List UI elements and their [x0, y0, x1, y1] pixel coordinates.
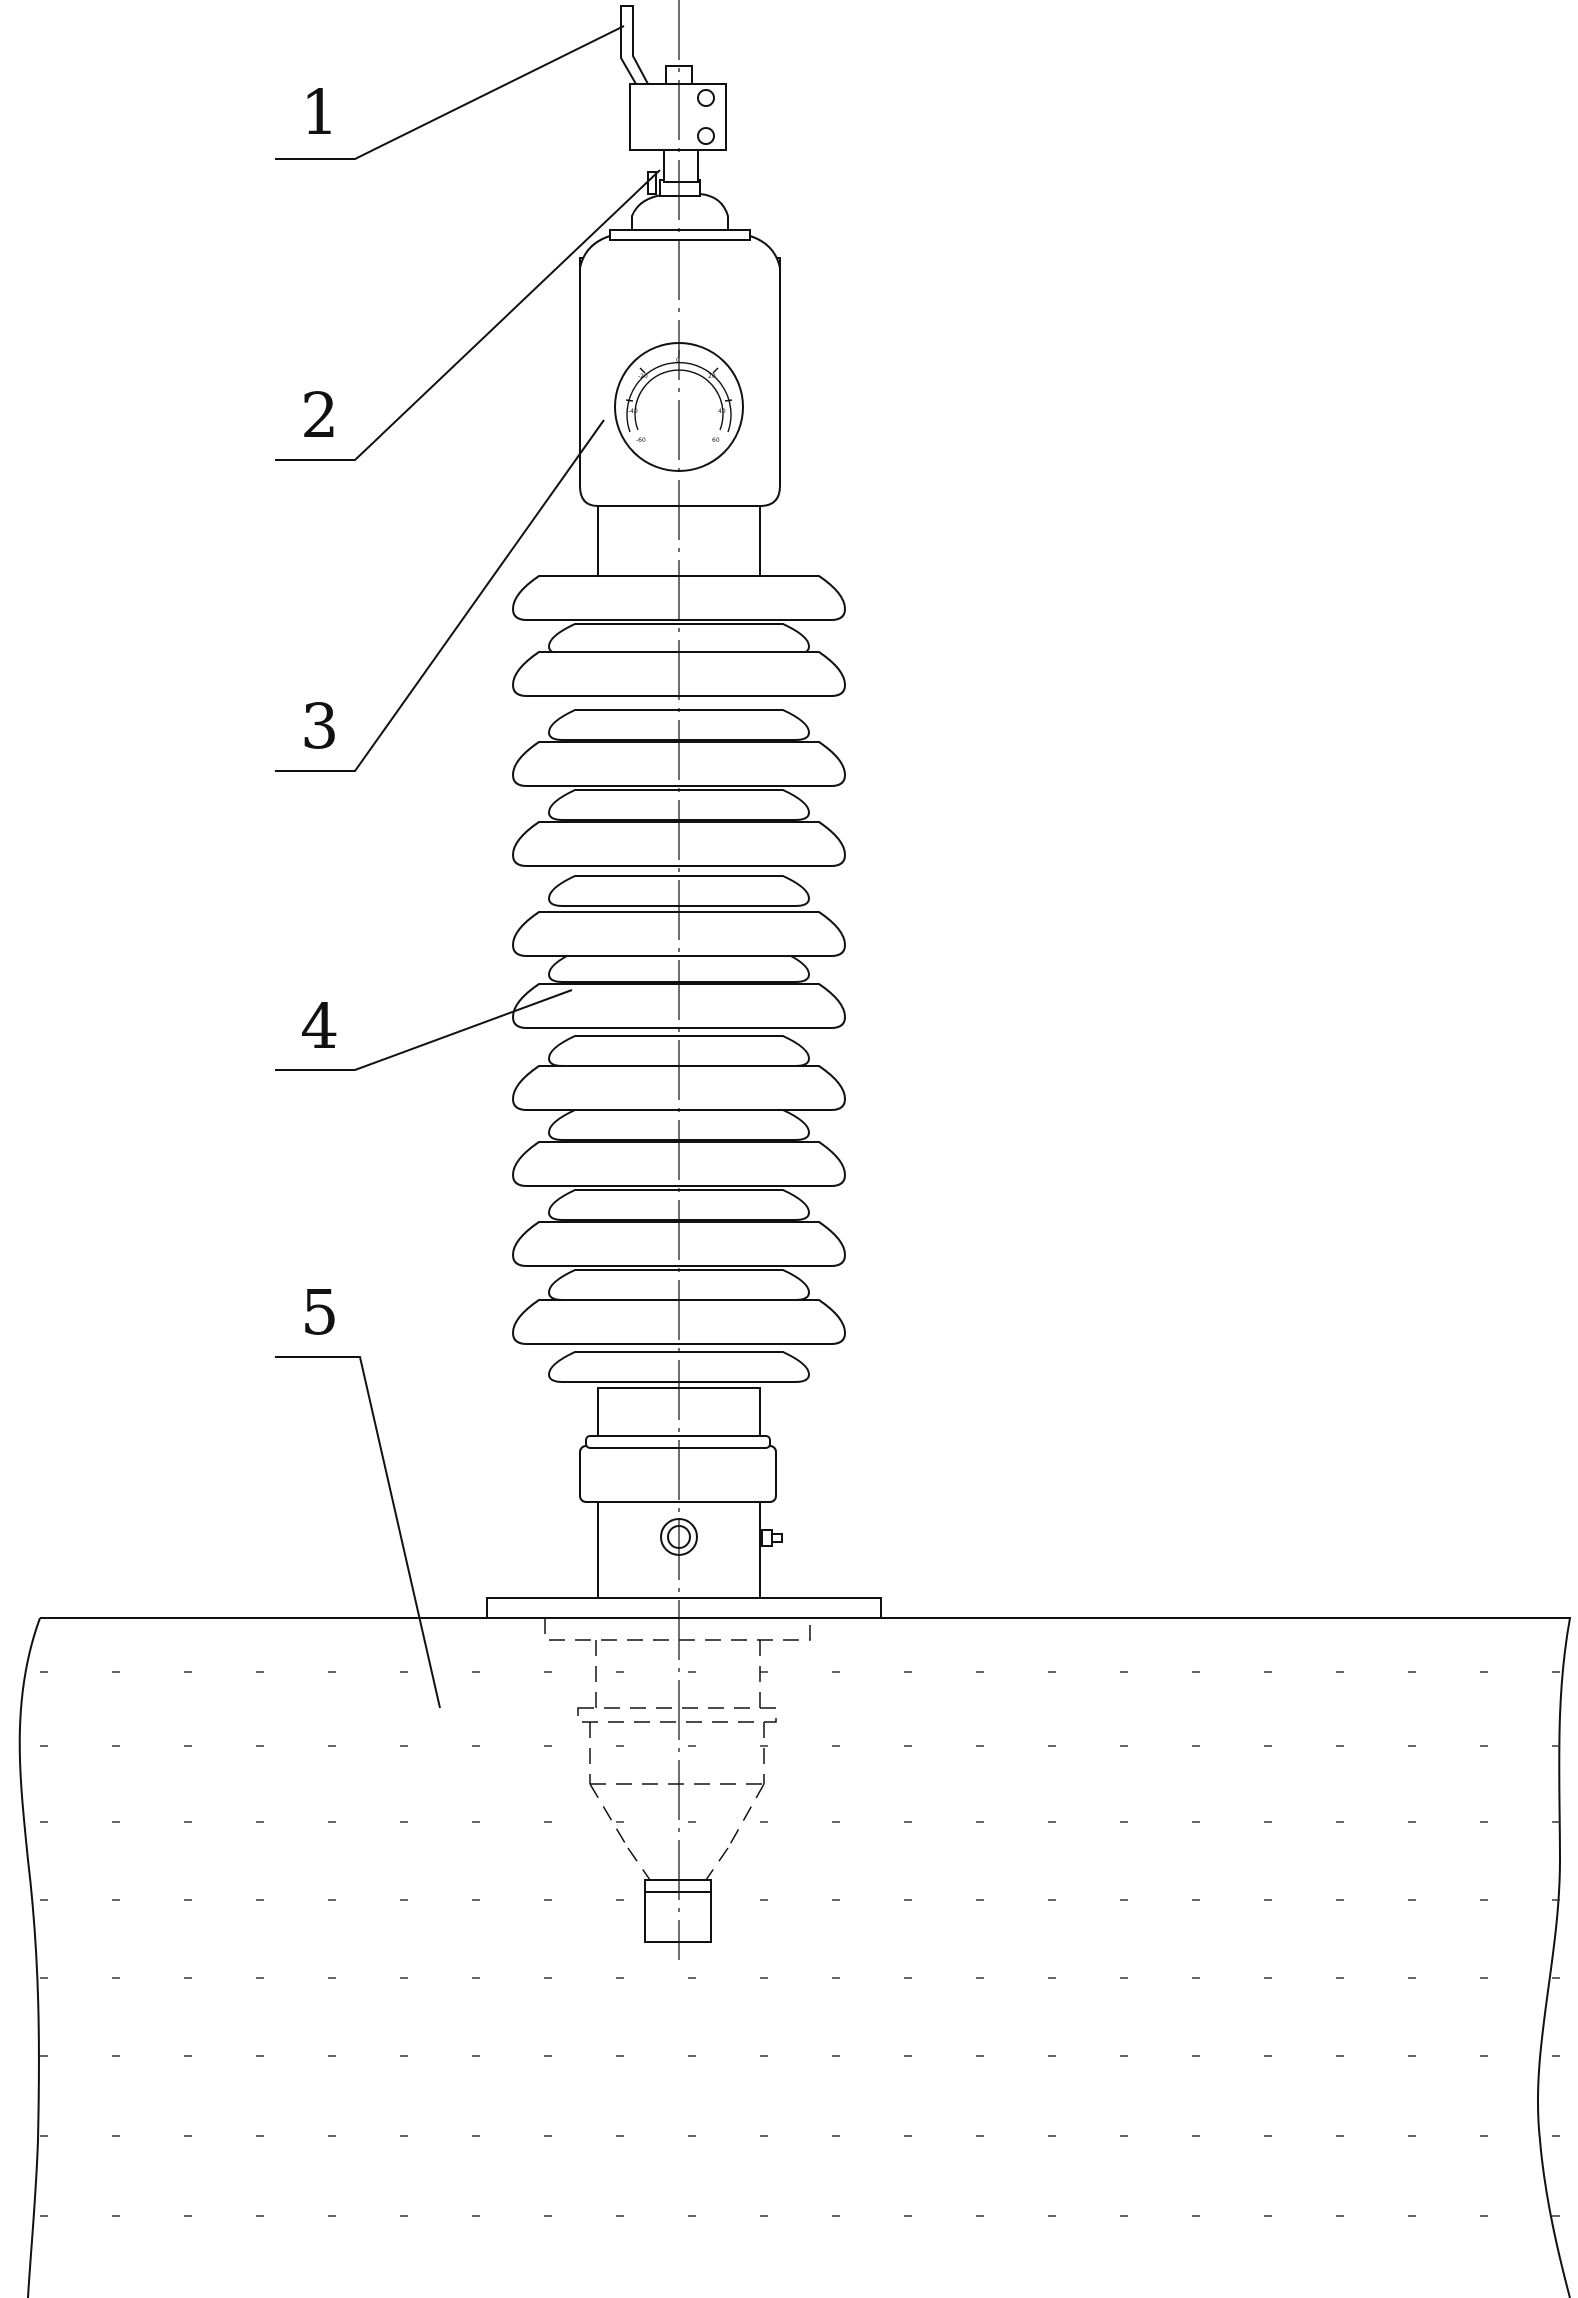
- base-flange: [486, 1597, 882, 1619]
- discharge-counter-tab: [647, 171, 657, 195]
- gauge-tick-label: 0: [676, 357, 680, 364]
- callout-label-4: 4: [300, 990, 339, 1063]
- gauge-tick-label: 60: [712, 437, 720, 444]
- gauge-tick-label: -20: [638, 373, 648, 380]
- leader-lines: [275, 25, 661, 1709]
- top-cap: [631, 147, 729, 231]
- connection-clamp: [620, 5, 727, 151]
- insulator-sheds: [511, 575, 847, 1383]
- base-section: [486, 1387, 882, 1619]
- gauge-tick-label: -40: [628, 408, 638, 415]
- callout-label-1: 1: [300, 76, 339, 149]
- gauge-tick-label: -60: [636, 437, 646, 444]
- callout-label-5: 5: [300, 1276, 339, 1349]
- gauge-tick-label: 40: [718, 408, 726, 415]
- ground-fill-dashes: [40, 1671, 1560, 2217]
- collar-ring: [579, 1445, 777, 1503]
- monitor-housing: [579, 229, 781, 507]
- callout-label-2: 2: [300, 379, 339, 452]
- gauge-tick-label: 20: [708, 373, 716, 380]
- bottom-terminal: [644, 1879, 712, 1943]
- callout-label-3: 3: [300, 690, 339, 763]
- ground-tank: [18, 1617, 1572, 2298]
- buried-mount: [544, 1618, 811, 1881]
